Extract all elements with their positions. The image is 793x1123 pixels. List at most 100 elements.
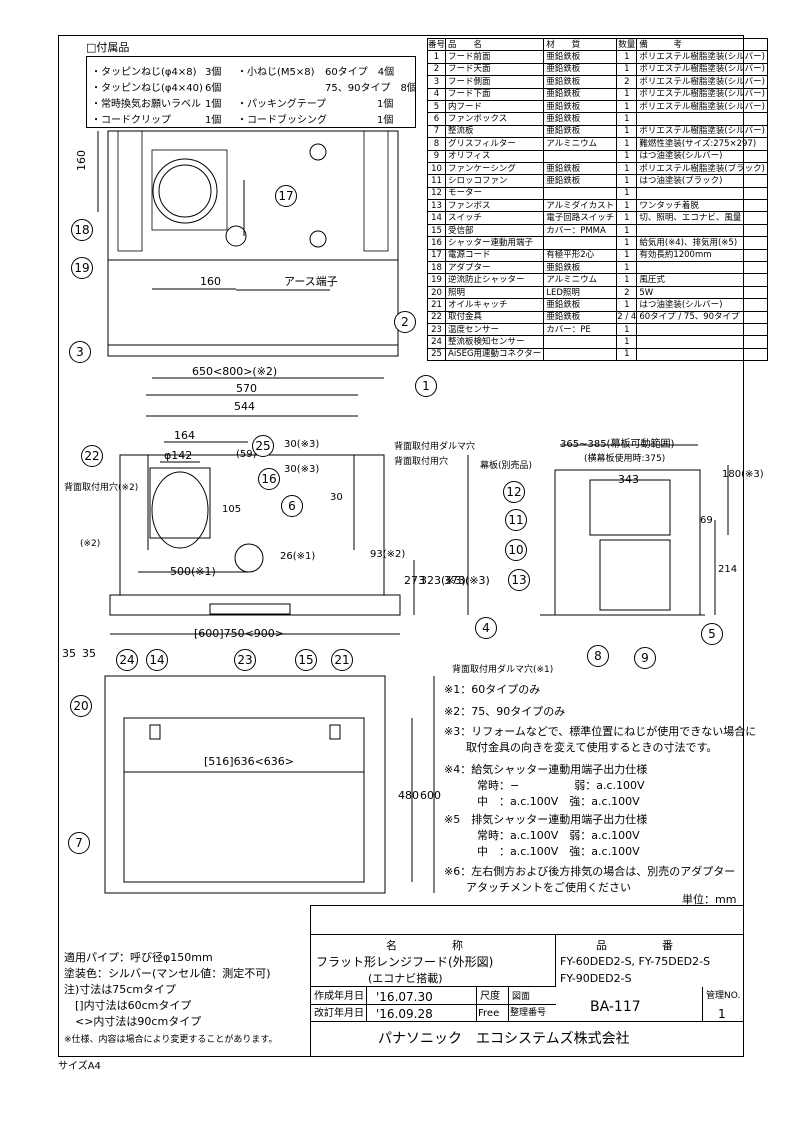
parts-cell: ポリエステル樹脂塗装(シルバー) [636, 50, 768, 64]
parts-cell: 1 [616, 124, 638, 139]
parts-cell: 受信部 [445, 223, 545, 238]
parts-cell: AiSEG用連動コネクター [445, 347, 545, 362]
note-line: ※4：給気シャッター連動用端子出力仕様 [444, 763, 648, 776]
curtain-board-label: 幕板(別売品) [480, 461, 533, 471]
dim-label: 500(※1) [170, 565, 216, 578]
parts-cell: 1 [616, 347, 638, 362]
revised-date: '16.09.28 [376, 1007, 433, 1021]
note-line: 中 ：a.c.100V 強：a.c.100V [444, 845, 640, 858]
dim-label: 30 [330, 492, 343, 503]
part-bubble: 23 [234, 649, 256, 671]
accessory-qty: 6個 [205, 83, 222, 94]
part-bubble: 2 [394, 311, 416, 333]
parts-cell: 1 [616, 223, 638, 238]
dim-label: (横幕板使用時:375) [584, 454, 666, 464]
title-divider [476, 987, 477, 1022]
accessory-name: ・コードブッシング [237, 115, 327, 126]
accessory-name: ・タッピンねじ(φ4×40) [91, 83, 203, 94]
parts-cell: 1 [616, 50, 638, 64]
parts-cell: 1 [616, 322, 638, 337]
accessory-name: ・タッピンねじ(φ4×8) [91, 67, 197, 78]
dim-label: 544 [234, 400, 255, 413]
dim-label: 164 [174, 429, 195, 442]
parts-cell: 切、照明、エコナビ、風量 [636, 211, 768, 225]
accessories-box: ・タッピンねじ(φ4×8) 3個 ・タッピンねじ(φ4×40) 6個 ・常時換気… [86, 56, 417, 128]
earth-terminal-label: アース端子 [284, 275, 338, 288]
dim-label: 160 [200, 275, 221, 288]
parts-cell: 1 [616, 186, 638, 201]
dim-label: 650<800>(※2) [192, 365, 278, 378]
parts-cell: ポリエステル樹脂塗装(シルバー) [636, 124, 768, 139]
part-bubble: 13 [508, 569, 530, 591]
parts-header-row: 番号 品 名 材 質 数量 備 考 [426, 37, 768, 52]
header-cell: 材 質 [543, 37, 618, 52]
parts-cell [636, 347, 768, 362]
accessory-qty: 1個 [377, 115, 394, 126]
bottom-note: 適用パイプ：呼び径φ150mm [64, 951, 213, 964]
note-line: ※3：リフォームなどで、標準位置にねじが使用できない場合に [444, 725, 757, 738]
title-divider [366, 987, 367, 1022]
part-bubble: 16 [258, 468, 280, 490]
dim-label: 343 [618, 473, 639, 486]
note-line: 中 ：a.c.100V 強：a.c.100V [444, 795, 640, 808]
parts-cell: はつ油塗装(ブラック) [636, 174, 768, 188]
dim-label: 30(※3) [284, 439, 320, 450]
title-block [310, 905, 744, 1057]
title-divider [702, 987, 703, 1022]
parts-cell: 1 [616, 261, 638, 275]
dim-label: [516]636<636> [204, 755, 295, 768]
part-bubble: 11 [505, 509, 527, 531]
dim-label: 30(※3) [284, 464, 320, 475]
dim-label: 480 [398, 789, 419, 802]
product-name-sub: (エコナビ搭載) [368, 972, 443, 985]
part-bubble: 4 [475, 617, 497, 639]
part-bubble: 22 [81, 445, 103, 467]
dim-label: [600]750<900> [194, 627, 285, 640]
parts-cell: カバー：PMMA [543, 223, 618, 238]
parts-cell: モーター [445, 186, 545, 201]
part-bubble: 21 [331, 649, 353, 671]
parts-cell: グリスフィルター [445, 137, 545, 151]
part-bubble: 14 [146, 649, 168, 671]
parts-cell: スイッチ [445, 211, 545, 225]
part-bubble: 5 [701, 623, 723, 645]
dim-label: 93(※2) [370, 549, 406, 560]
parts-cell: はつ油塗装(シルバー) [636, 149, 768, 163]
parts-cell: ファンケーシング [445, 161, 545, 176]
part-bubble: 17 [275, 185, 297, 207]
parts-cell: 整流板 [445, 124, 545, 139]
drawing-number: BA-117 [590, 999, 641, 1015]
title-divider [508, 987, 509, 1022]
note-line: ※2：75、90タイプのみ [444, 705, 566, 718]
dim-label: 214 [718, 564, 738, 575]
dim-label: 600 [420, 789, 441, 802]
parts-cell: オリフィス [445, 149, 545, 163]
part-bubble: 19 [71, 257, 93, 279]
header-cell: 備 考 [636, 37, 768, 52]
accessory-qty: 1個 [205, 115, 222, 126]
dim-label: 105 [222, 504, 242, 515]
part-bubble: 20 [70, 695, 92, 717]
part-bubble: 24 [116, 649, 138, 671]
mgmt-value: 1 [718, 1007, 726, 1021]
product-number: FY-60DED2-S, FY-75DED2-S [560, 955, 711, 968]
revised-label: 改訂年月日 [314, 1008, 364, 1019]
note-line: 取付金具の向きを変えて使用するときの寸法です。 [444, 741, 718, 754]
accessory-name: ・常時換気お願いラベル [91, 99, 201, 110]
